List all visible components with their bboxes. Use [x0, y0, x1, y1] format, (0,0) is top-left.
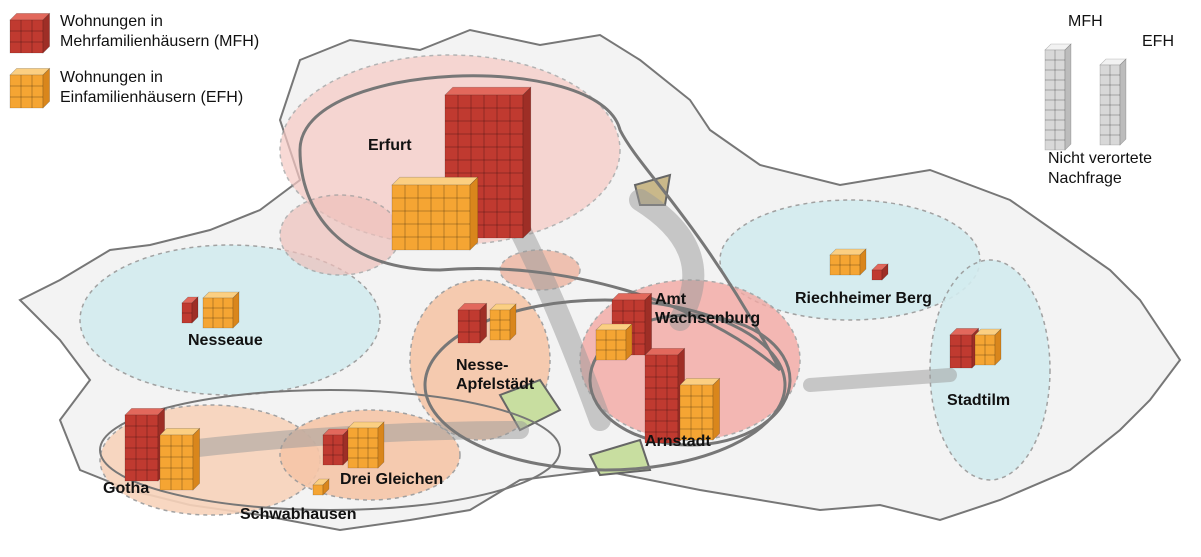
unlocated-efh-label: EFH	[1142, 33, 1174, 50]
stack-stadtilm-mfh	[949, 327, 980, 369]
stack-arnstadt-mfh	[644, 347, 686, 444]
unlocated-mfh-stack	[1044, 43, 1072, 151]
label-nesse-2: Apfelstädt	[456, 376, 535, 393]
label-nesseaue: Nesseaue	[188, 332, 263, 349]
unlocated-efh-stack	[1099, 58, 1127, 146]
unlocated-demand: MFH EFH Nicht verortete Nachfrage	[1048, 13, 1174, 187]
stack-drei-efh	[347, 421, 385, 469]
unlocated-caption-2: Nachfrage	[1048, 170, 1122, 187]
stack-gotha-efh	[159, 427, 201, 491]
stack-amt-efh	[595, 323, 633, 361]
label-drei-gleichen: Drei Gleichen	[340, 471, 443, 488]
efh-cube-icon	[9, 67, 51, 109]
label-gotha: Gotha	[103, 480, 149, 497]
stack-erfurt-efh	[391, 176, 479, 251]
stack-nesseaue-efh	[202, 291, 240, 329]
stack-riechheim-efh	[829, 248, 867, 276]
label-amt-2: Wachsenburg	[655, 310, 760, 327]
label-schwabhausen: Schwabhausen	[240, 506, 356, 523]
housing-stacks	[124, 43, 1127, 496]
legend-mfh-line2: Mehrfamilienhäusern (MFH)	[60, 33, 259, 50]
label-amt-1: Amt	[655, 291, 687, 308]
cube	[9, 67, 51, 109]
stack-arnstadt-efh	[679, 377, 721, 441]
label-nesse-1: Nesse-	[456, 357, 508, 374]
label-erfurt: Erfurt	[368, 137, 412, 154]
stack-gotha-mfh	[124, 407, 166, 482]
unlocated-caption-1: Nicht verortete	[1048, 150, 1152, 167]
stack-nesse-mfh	[457, 302, 488, 344]
stack-schwab-efh	[312, 478, 330, 496]
legend-efh-line1: Wohnungen in	[60, 69, 163, 86]
legend: Wohnungen in Mehrfamilienhäusern (MFH) W…	[9, 12, 259, 109]
stack-nesseaue-mfh	[181, 296, 199, 324]
legend-efh-line2: Einfamilienhäusern (EFH)	[60, 89, 243, 106]
unlocated-mfh-label: MFH	[1068, 13, 1103, 30]
mfh-cube-icon	[9, 12, 51, 54]
label-arnstadt: Arnstadt	[645, 433, 711, 450]
label-stadtilm: Stadtilm	[947, 392, 1010, 409]
cube	[9, 12, 51, 54]
stack-riechheim-mfh	[871, 263, 889, 281]
legend-mfh-line1: Wohnungen in	[60, 13, 163, 30]
stack-stadtilm-efh	[974, 328, 1002, 366]
green-areas	[498, 173, 672, 477]
catchment-outlines	[99, 74, 792, 511]
stack-nesse-efh	[489, 303, 517, 341]
stack-drei-mfh	[322, 428, 350, 466]
label-riechheimer-berg: Riechheimer Berg	[795, 290, 932, 307]
